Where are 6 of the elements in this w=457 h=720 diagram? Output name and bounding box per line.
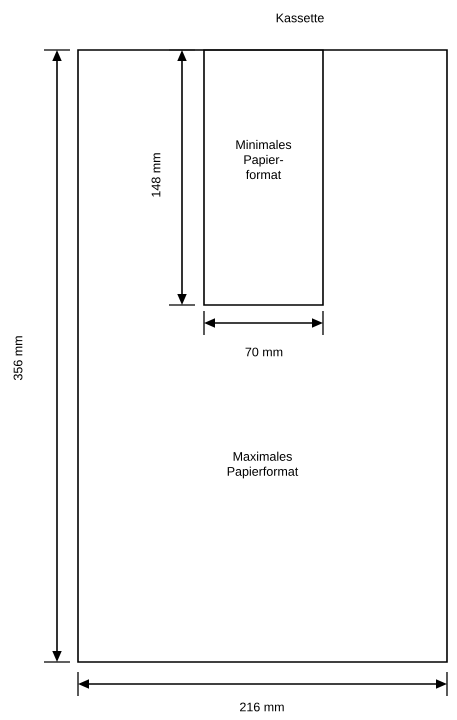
dimension-label: 70 mm [246,348,282,356]
title: Kassette [276,14,324,22]
paper-area-box: Minimales Papier- format [203,49,324,306]
dimension-label: 356 mm [14,336,22,380]
dimension-label: 148 mm [152,153,160,197]
dimension-label: 216 mm [240,702,284,712]
